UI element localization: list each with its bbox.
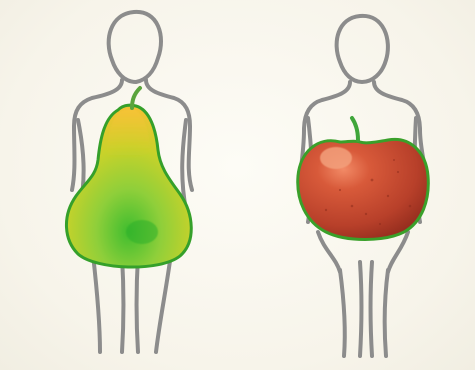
pear-figure-inner-right-leg-outline <box>137 256 139 352</box>
apple-body <box>298 139 429 239</box>
apple-stem <box>352 118 358 140</box>
apple-figure-left-leg-outline <box>340 270 345 356</box>
pear-figure-inner-left-leg-outline <box>122 256 124 352</box>
apple-figure-inner-right-leg-outline <box>371 262 373 356</box>
apple-highlight <box>320 147 352 169</box>
apple-figure-inner-left-leg-outline <box>360 262 362 356</box>
pear-figure-head-outline <box>109 12 161 82</box>
apple-figure-head-outline <box>337 16 388 82</box>
apple-fruit <box>298 118 429 240</box>
apple-figure-hips-outline <box>318 232 340 272</box>
pear-shadow-spot <box>126 220 158 244</box>
apple-figure-right-leg-outline <box>385 270 388 356</box>
